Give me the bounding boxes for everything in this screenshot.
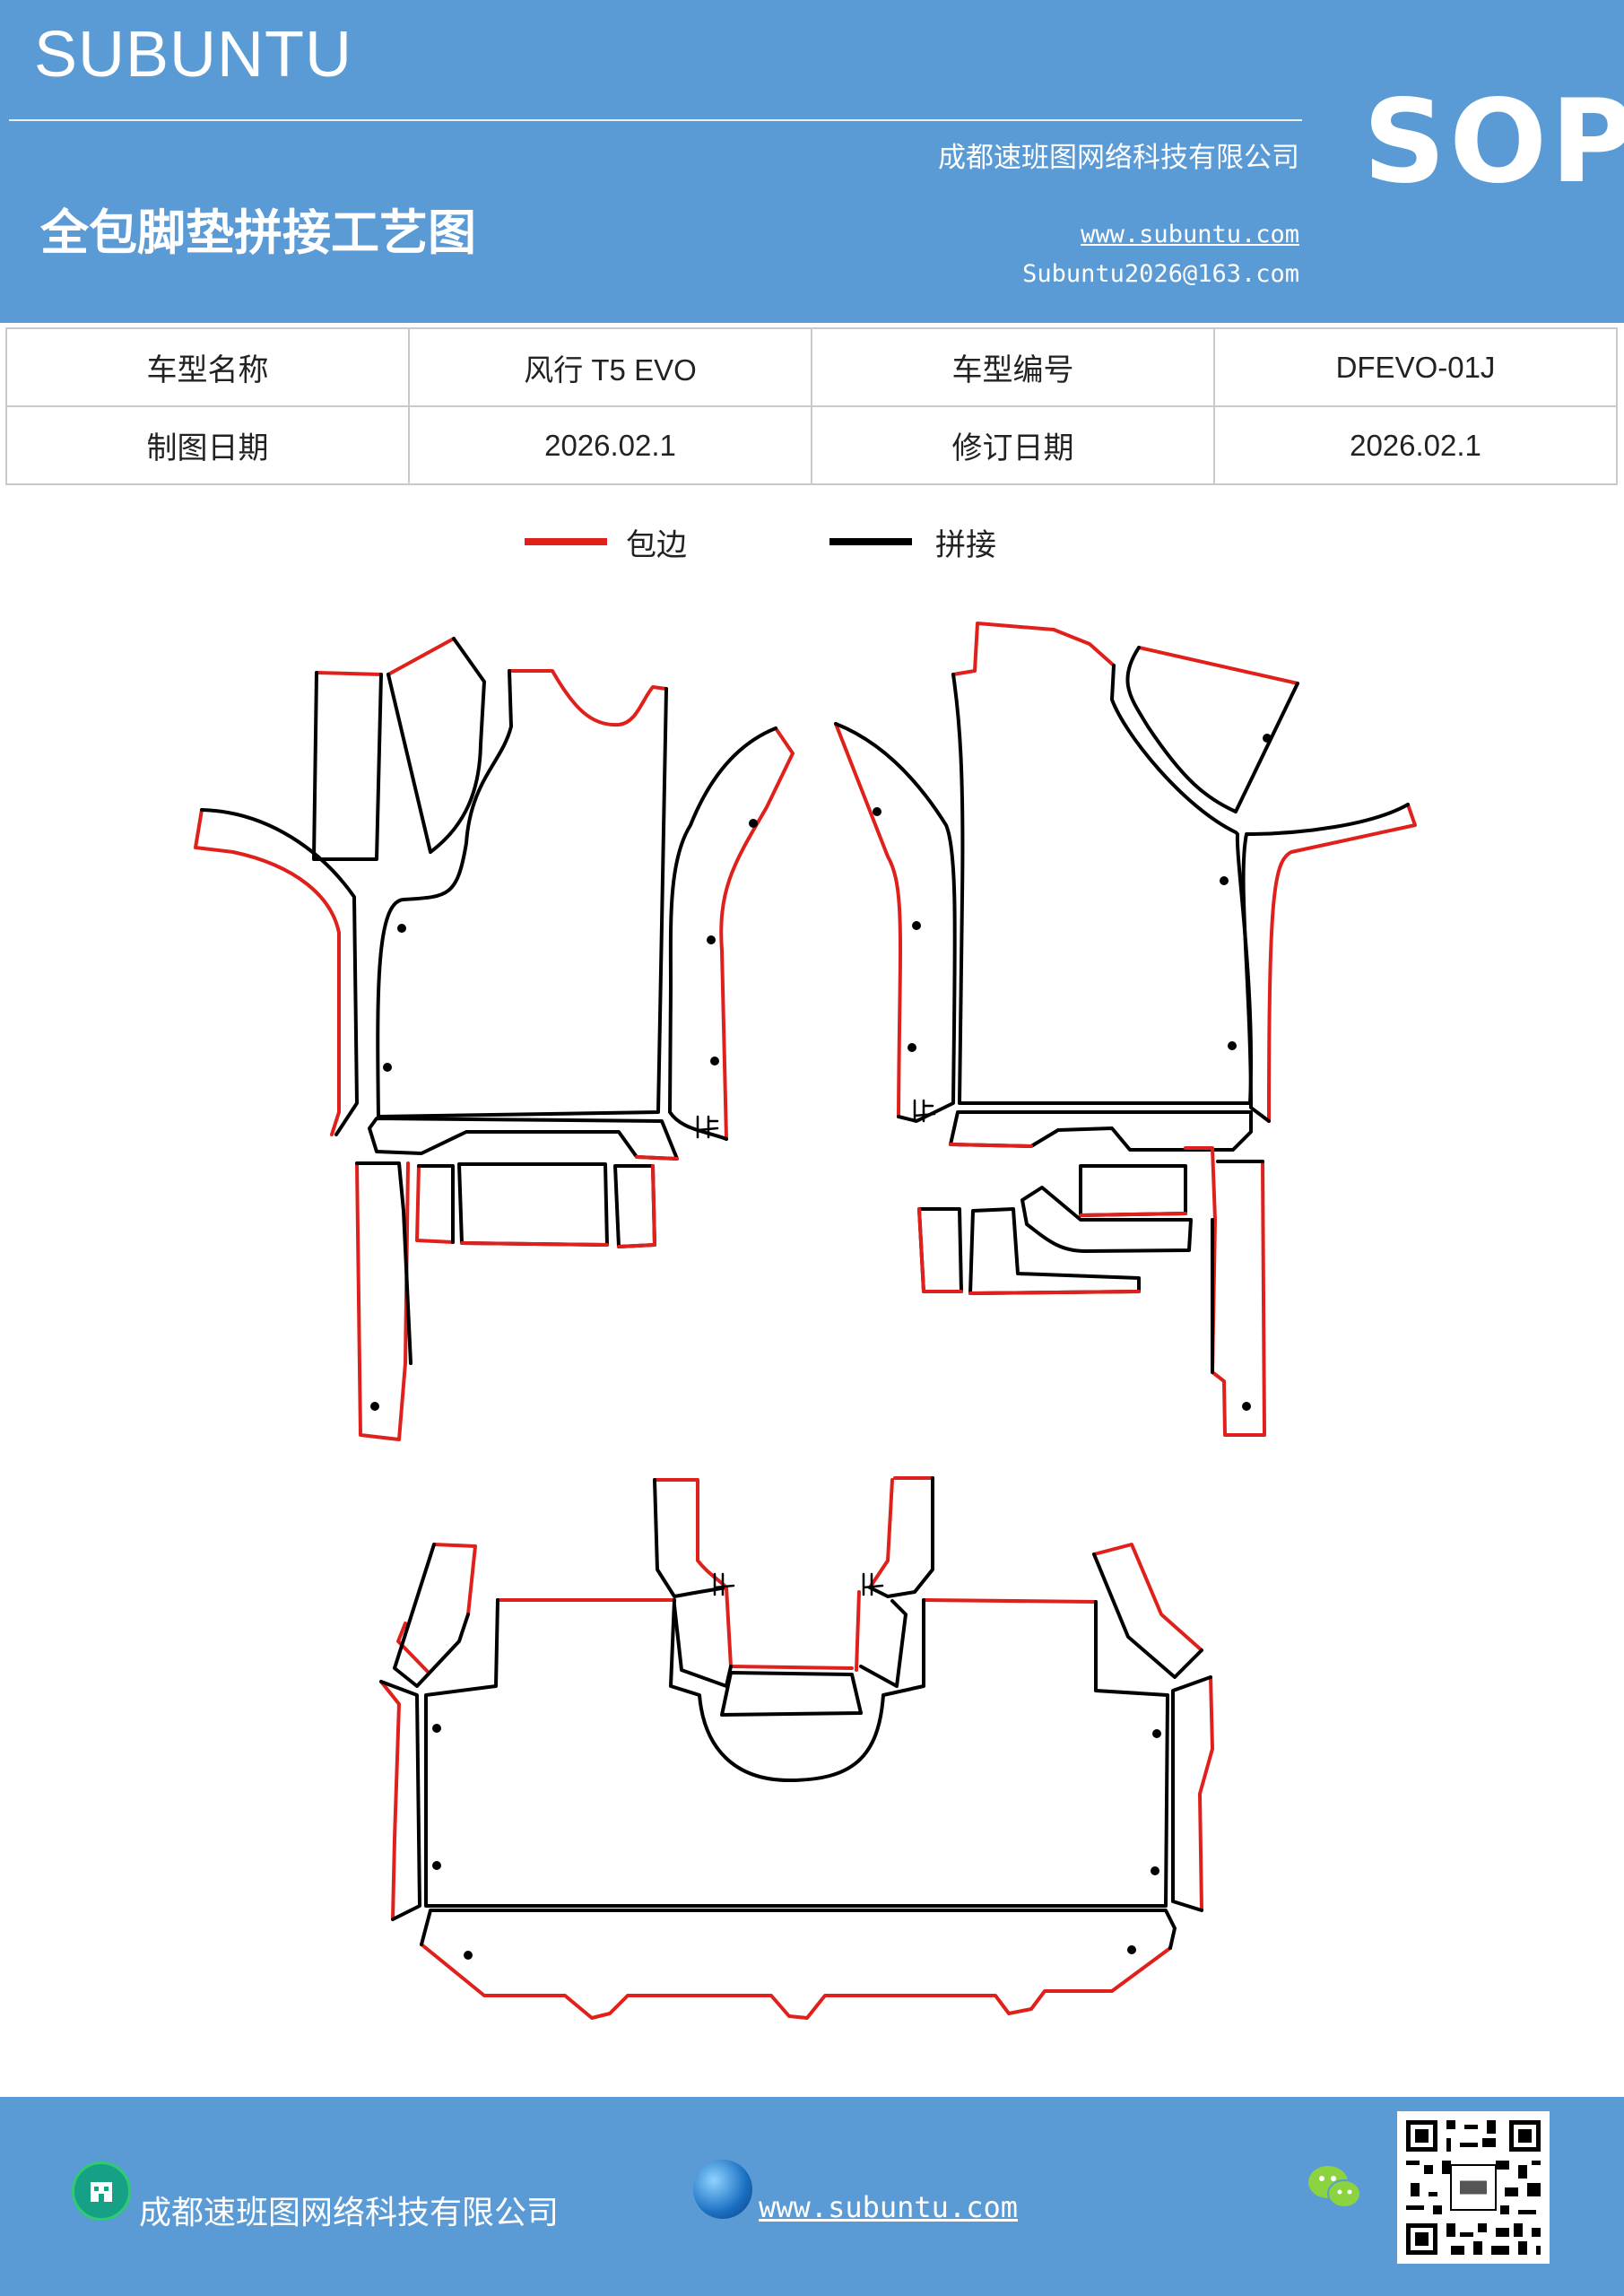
left-tall-piece-edge <box>315 671 383 676</box>
right-small-block <box>917 1207 963 1293</box>
right-lower-strip-edge <box>1184 1146 1266 1437</box>
left-tunnel-seg2-edge <box>460 1241 609 1247</box>
draw-date-label: 制图日期 <box>5 405 410 485</box>
right-lower-strip <box>1211 1160 1264 1374</box>
right-tunnel-strip3-edge <box>968 1290 1141 1295</box>
page-title: 全包脚垫拼接工艺图 <box>40 204 476 261</box>
left-front-mat-group <box>194 637 795 1441</box>
right-side-strip <box>1241 803 1410 1123</box>
left-side-strip-join <box>200 808 359 1136</box>
left-lower-strip-edge <box>355 1161 410 1441</box>
rear-left-side-edge <box>379 1680 401 1921</box>
footer-website-link[interactable]: www.subuntu.com <box>759 2190 1018 2224</box>
left-tunnel-seg3-edge <box>617 1164 656 1248</box>
rear-right-side-edge <box>1198 1675 1214 1912</box>
rear-main-mat <box>424 1598 1169 1908</box>
right-tunnel-strip1 <box>1079 1164 1187 1217</box>
model-code-label: 车型编号 <box>811 327 1215 407</box>
model-name-value: 风行 T5 EVO <box>408 327 812 407</box>
left-tall-piece <box>312 671 383 861</box>
header-company: 成都速班图网络科技有限公司 <box>938 142 1299 174</box>
right-tunnel-strip2 <box>1020 1186 1193 1253</box>
left-rear-bar <box>368 1117 679 1161</box>
rear-left-tab-edge <box>396 1543 477 1674</box>
globe-icon <box>693 2160 752 2219</box>
left-tunnel-seg3 <box>613 1164 656 1248</box>
rear-center-tab-left <box>653 1478 728 1598</box>
right-door-strip-edge <box>834 722 902 1118</box>
revision-date-value: 2026.02.1 <box>1213 405 1618 485</box>
right-small-block-edge <box>917 1207 963 1293</box>
header-banner: SUBUNTU 成都速班图网络科技有限公司 全包脚垫拼接工艺图 www.subu… <box>0 0 1624 323</box>
left-wedge-edge <box>386 637 456 676</box>
brand-name: SUBUNTU <box>34 19 353 91</box>
rear-back-strip <box>420 1909 1177 1950</box>
rear-main-mat-edge <box>496 1598 1098 1604</box>
rear-right-tab <box>1092 1552 1203 1679</box>
driver-mat-edge <box>508 669 668 727</box>
left-lower-strip <box>355 1161 413 1365</box>
right-rear-bar-edge <box>949 1143 1033 1148</box>
header-divider <box>9 119 1302 121</box>
table-row: 车型名称 风行 T5 EVO 车型编号 DFEVO-01J <box>5 327 1618 407</box>
legend-join-label: 拼接 <box>935 527 996 563</box>
rear-back-strip-edge <box>420 1943 1172 2020</box>
right-side-strip-edge <box>1267 803 1417 1123</box>
model-code-value: DFEVO-01J <box>1213 327 1618 407</box>
right-wedge-edge <box>1137 646 1299 685</box>
right-door-strip <box>834 722 957 1123</box>
legend: 包边 拼接 <box>525 520 1027 574</box>
sop-badge: SOP <box>1363 75 1624 209</box>
draw-date-value: 2026.02.1 <box>408 405 812 485</box>
legend-edge-label: 包边 <box>626 527 687 563</box>
passenger-mat <box>951 664 1254 1105</box>
left-tunnel-seg1 <box>415 1164 455 1244</box>
wechat-icon[interactable] <box>1305 2160 1364 2213</box>
revision-date-label: 修订日期 <box>811 405 1215 485</box>
legend-edge-swatch <box>525 538 607 545</box>
table-row: 制图日期 2026.02.1 修订日期 2026.02.1 <box>5 405 1618 485</box>
rear-center-tab-right-edge <box>868 1476 934 1589</box>
passenger-mat-edge <box>951 622 1116 676</box>
left-wedge <box>386 637 486 854</box>
splice-marks <box>696 1099 936 1596</box>
vehicle-info-table: 车型名称 风行 T5 EVO 车型编号 DFEVO-01J 制图日期 2026.… <box>5 327 1618 485</box>
marker-dots <box>370 734 1272 1960</box>
rear-center-tray <box>720 1671 863 1717</box>
rear-center-tab-left-edge <box>653 1478 728 1589</box>
left-door-strip <box>668 726 777 1141</box>
driver-mat <box>376 669 668 1118</box>
rear-right-side <box>1171 1675 1212 1912</box>
building-icon <box>72 2161 131 2221</box>
left-door-strip-edge <box>719 726 795 1141</box>
rear-center-notch-edge <box>725 1586 861 1672</box>
left-tunnel-seg1-join <box>417 1164 455 1244</box>
rear-left-side <box>379 1680 421 1921</box>
footer-company: 成都速班图网络科技有限公司 <box>139 2195 560 2231</box>
footer-banner: 成都速班图网络科技有限公司 www.subuntu.com <box>0 2097 1624 2296</box>
header-website-link[interactable]: www.subuntu.com <box>1081 221 1299 248</box>
left-tunnel-seg2 <box>457 1162 609 1247</box>
qr-code-icon[interactable] <box>1397 2111 1550 2264</box>
rear-mat-group <box>379 1476 1214 2020</box>
right-wedge <box>1125 646 1299 813</box>
right-tunnel-strip1-edge <box>1079 1212 1187 1217</box>
header-email[interactable]: Subuntu2026@163.com <box>1022 260 1299 288</box>
rear-right-tab-edge <box>1092 1543 1203 1652</box>
rear-center-tab-right <box>868 1476 934 1598</box>
legend-join-swatch <box>829 538 912 545</box>
right-front-mat-group <box>834 622 1417 1437</box>
left-side-strip <box>194 808 341 1136</box>
left-rear-bar-edge <box>635 1155 679 1161</box>
model-name-label: 车型名称 <box>5 327 410 407</box>
rear-left-tab <box>393 1543 470 1688</box>
